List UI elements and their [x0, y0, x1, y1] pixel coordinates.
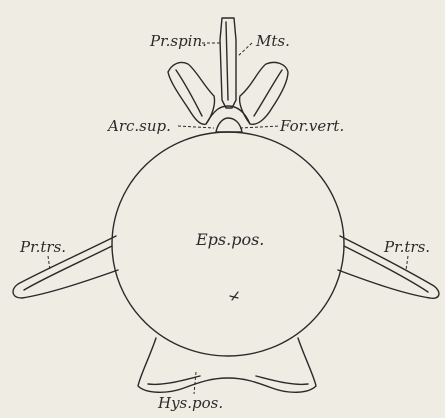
- leader-mts: [238, 43, 252, 56]
- label-for-vert: For.vert.: [280, 119, 344, 134]
- label-pr-spin: Pr.spin.: [150, 34, 207, 49]
- vertebral-foramen: [216, 118, 242, 132]
- leader-hys-pos: [194, 372, 196, 394]
- label-pr-trs-left: Pr.trs.: [20, 240, 66, 255]
- leader-arc-sup: [178, 126, 214, 128]
- hypapophysis-inner: [148, 376, 308, 384]
- leader-pr-trs-right: [406, 256, 408, 270]
- neural-spine-inner: [226, 22, 228, 100]
- leader-for-vert: [240, 126, 280, 128]
- label-mts: Mts.: [256, 34, 290, 49]
- metapophysis-left: [168, 62, 215, 124]
- label-eps-pos: Eps.pos.: [196, 232, 264, 248]
- label-hys-pos: Hys.pos.: [158, 396, 223, 411]
- label-arc-sup: Arc.sup.: [108, 119, 171, 134]
- label-pr-trs-right: Pr.trs.: [384, 240, 430, 255]
- metapophysis-right-inner: [254, 70, 282, 116]
- centrum-mark: [230, 292, 238, 300]
